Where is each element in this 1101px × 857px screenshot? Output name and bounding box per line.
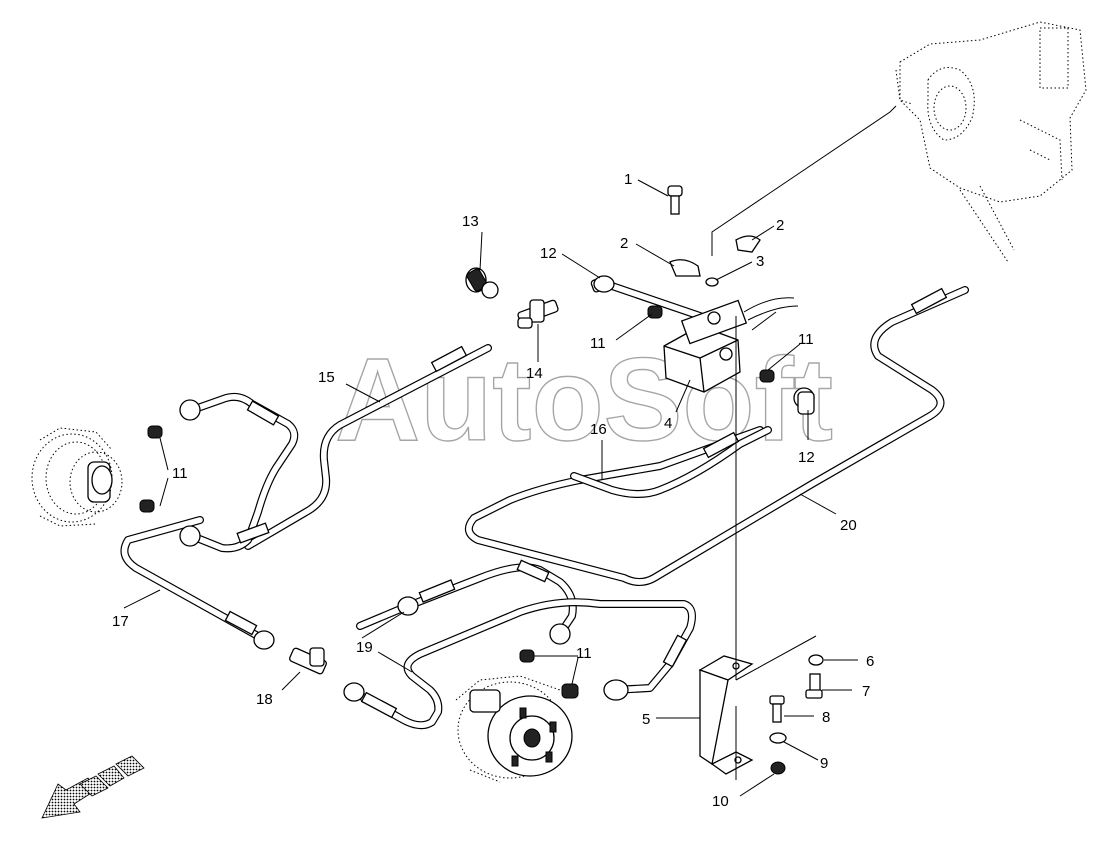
hose-20[interactable] xyxy=(464,286,969,586)
callout-12: 12 xyxy=(540,245,557,262)
fitting-13[interactable] xyxy=(465,267,499,299)
callout-18: 18 xyxy=(256,691,273,708)
hose-to-pump[interactable] xyxy=(608,282,704,320)
wheel-motor-left xyxy=(31,427,123,527)
clamp-2-right[interactable] xyxy=(735,235,761,253)
callout-19: 19 xyxy=(356,639,373,656)
fitting-11-adapter-right[interactable] xyxy=(759,369,775,383)
routing-line xyxy=(711,105,897,256)
callout-16: 16 xyxy=(590,421,607,438)
fitting-18-tee[interactable] xyxy=(253,630,365,702)
callout-8: 8 xyxy=(822,709,830,726)
direction-arrow-icon xyxy=(41,755,145,819)
hose-17[interactable] xyxy=(120,516,269,644)
hose-16[interactable] xyxy=(570,426,772,498)
bolt-7[interactable] xyxy=(805,673,823,699)
fitting-14-tee[interactable] xyxy=(517,299,559,329)
watermark-text: AutoSoft xyxy=(335,334,833,466)
callout-12: 12 xyxy=(798,449,815,466)
callout-11: 11 xyxy=(798,331,814,348)
bracket-5[interactable] xyxy=(698,316,817,780)
callout-20: 20 xyxy=(840,517,857,534)
callout-7: 7 xyxy=(862,683,870,700)
hose-small-upper-left[interactable] xyxy=(188,392,299,553)
fitting-19-nut[interactable] xyxy=(397,596,419,616)
washer-9[interactable] xyxy=(769,732,787,744)
callout-11: 11 xyxy=(590,335,606,352)
callout-11: 11 xyxy=(172,465,188,482)
o-ring-3[interactable] xyxy=(705,277,719,287)
callout-labels: 1 2 2 3 4 5 6 7 8 9 10 11 11 11 11 12 12… xyxy=(112,171,874,810)
valve-block[interactable] xyxy=(663,297,799,393)
callout-1: 1 xyxy=(624,171,632,188)
callout-13: 13 xyxy=(462,213,479,230)
callout-6: 6 xyxy=(866,653,874,670)
callout-11: 11 xyxy=(576,645,592,662)
callout-2: 2 xyxy=(620,235,628,252)
fitting-11-lower[interactable] xyxy=(519,623,629,701)
fitting-12-elbow-right[interactable] xyxy=(793,387,815,415)
leader-lines xyxy=(123,179,858,797)
bolt-1[interactable] xyxy=(667,185,683,215)
fitting-11-adapter-top[interactable] xyxy=(647,305,663,319)
fitting-11-left-lower[interactable] xyxy=(139,499,201,547)
bolt-8[interactable] xyxy=(769,695,785,723)
callout-3: 3 xyxy=(756,253,764,270)
callout-2: 2 xyxy=(776,217,784,234)
transmission-housing xyxy=(895,21,1087,263)
callout-5: 5 xyxy=(642,711,650,728)
callout-9: 9 xyxy=(820,755,828,772)
callout-14: 14 xyxy=(526,365,543,382)
nut-10[interactable] xyxy=(770,761,786,775)
callout-15: 15 xyxy=(318,369,335,386)
washer-6[interactable] xyxy=(808,654,824,666)
hose-19-lower[interactable] xyxy=(350,598,696,730)
fitting-11-left-upper[interactable] xyxy=(147,399,201,439)
callout-10: 10 xyxy=(712,793,729,810)
hose-15[interactable] xyxy=(244,344,492,550)
callout-4: 4 xyxy=(664,415,672,432)
clamp-2-left[interactable] xyxy=(669,259,701,277)
fitting-12-elbow-top[interactable] xyxy=(590,275,615,293)
callout-17: 17 xyxy=(112,613,129,630)
hose-sleeves xyxy=(224,287,948,719)
wheel-motor-lower xyxy=(455,675,573,783)
